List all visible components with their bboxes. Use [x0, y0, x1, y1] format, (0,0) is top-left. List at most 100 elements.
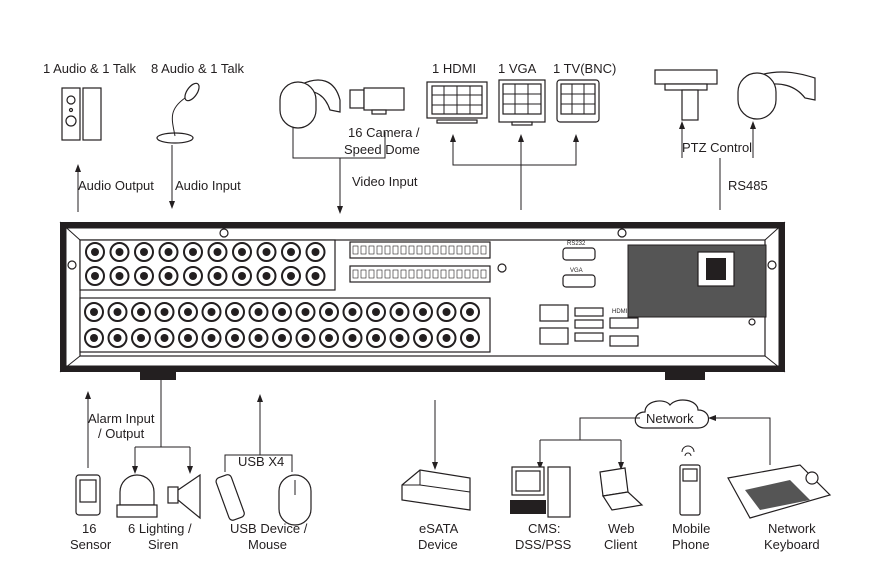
bnc-connector-pin — [160, 334, 169, 342]
ptz-control-label: PTZ Control — [682, 140, 752, 155]
camera-label-line2: Speed Dome — [344, 142, 420, 157]
cms-computer-icon — [510, 466, 571, 518]
hdmi-monitor-icon — [426, 81, 488, 124]
terminal-pin — [432, 245, 439, 255]
terminal-pin — [456, 245, 463, 255]
bnc-connector-pin — [301, 308, 310, 316]
ptz-dome-camera-icon — [737, 71, 816, 120]
lighting-label-line1: 6 Lighting / — [128, 521, 192, 536]
bnc-connector-pin — [238, 272, 246, 280]
keyboard-label-line2: Keyboard — [764, 537, 820, 552]
usb-stick-icon — [215, 474, 245, 521]
bnc-connector-pin — [325, 308, 333, 316]
esata-device-icon — [401, 469, 471, 511]
network-keyboard-icon — [727, 464, 832, 519]
bnc-connector-pin — [278, 308, 286, 316]
bnc-connector-pin — [466, 308, 474, 316]
mouse-icon — [278, 474, 312, 526]
usb-port — [574, 319, 604, 329]
vga-port-label: VGA — [570, 268, 583, 274]
siren-icon — [167, 473, 201, 520]
bnc-connector-pin — [372, 308, 380, 316]
terminal-pin — [368, 245, 375, 255]
terminal-pin — [368, 269, 375, 279]
usb-port — [574, 307, 604, 317]
bnc-connector-pin — [262, 248, 271, 256]
terminal-pin — [400, 245, 407, 255]
cms-label-line1: CMS: — [528, 521, 561, 536]
terminal-pin — [408, 269, 415, 279]
bnc-connector-pin — [442, 334, 451, 342]
bnc-connector-pin — [231, 334, 239, 342]
lighting-label-line2: Siren — [148, 537, 178, 552]
bnc-connector-pin — [442, 308, 451, 316]
terminal-pin — [432, 269, 439, 279]
bnc-connector-pin — [213, 272, 222, 280]
terminal-pin — [392, 245, 399, 255]
bnc-connector-pin — [160, 308, 169, 316]
bnc-connector-pin — [90, 334, 98, 342]
ptz-camera-icon — [654, 69, 718, 121]
hdmi-port-label: HDMI — [612, 309, 628, 315]
terminal-pin — [424, 245, 431, 255]
tv-monitor-icon — [556, 79, 600, 123]
terminal-pin — [448, 245, 455, 255]
dvr-rear-panel: RS232 VGA HDMI — [59, 221, 786, 380]
terminal-pin — [352, 245, 359, 255]
bnc-connector-pin — [262, 272, 271, 280]
web-label-line2: Client — [604, 537, 638, 552]
terminal-pin — [408, 245, 415, 255]
bnc-connector-pin — [301, 334, 310, 342]
bnc-connector-pin — [90, 308, 98, 316]
network-cloud-icon — [634, 399, 710, 429]
hdmi-port — [609, 317, 639, 329]
lighting-icon — [116, 474, 158, 518]
mobile-label-line2: Phone — [672, 537, 710, 552]
bnc-connector-pin — [113, 334, 122, 342]
bnc-connector-pin — [278, 334, 286, 342]
bnc-connector-pin — [419, 334, 427, 342]
microphone-icon — [156, 82, 200, 144]
bnc-connector-pin — [325, 334, 333, 342]
bnc-connector-pin — [91, 248, 99, 256]
bnc-connector-pin — [137, 308, 145, 316]
bnc-connector-pin — [189, 272, 197, 280]
bnc-connector-pin — [372, 334, 380, 342]
bnc-connector-pin — [115, 272, 124, 280]
terminal-pin — [376, 245, 383, 255]
sensor-label-line2: Sensor — [70, 537, 112, 552]
terminal-pin — [424, 269, 431, 279]
network-label: Network — [646, 411, 694, 426]
power-supply-vent — [627, 244, 767, 318]
terminal-pin — [448, 269, 455, 279]
terminal-pin — [376, 269, 383, 279]
keyboard-label-line1: Network — [768, 521, 816, 536]
audio-talk-8-label: 8 Audio & 1 Talk — [151, 61, 244, 76]
video-input-label: Video Input — [352, 174, 418, 189]
bnc-connector-pin — [115, 248, 124, 256]
bnc-connector-pin — [287, 272, 295, 280]
terminal-pin — [416, 245, 423, 255]
bnc-connector-pin — [184, 308, 192, 316]
bnc-connector-pin — [419, 308, 427, 316]
bnc-connector-pin — [113, 308, 122, 316]
esata-label-line1: eSATA — [419, 521, 459, 536]
bnc-connector-pin — [348, 308, 357, 316]
usb-x4-label: USB X4 — [238, 454, 284, 469]
bnc-connector-pin — [91, 272, 99, 280]
sensor-label-line1: 16 — [82, 521, 96, 536]
bnc-connector-pin — [140, 272, 148, 280]
bnc-connector-pin — [254, 334, 263, 342]
laptop-icon — [599, 467, 644, 511]
terminal-pin — [472, 269, 479, 279]
terminal-pin — [464, 269, 471, 279]
terminal-pin — [480, 269, 487, 279]
sensor-icon — [75, 474, 101, 516]
terminal-pin — [392, 269, 399, 279]
terminal-pin — [360, 245, 367, 255]
terminal-pin — [440, 245, 447, 255]
bnc-connector-pin — [164, 272, 173, 280]
terminal-pin — [472, 245, 479, 255]
vga-monitor-icon — [498, 79, 546, 126]
